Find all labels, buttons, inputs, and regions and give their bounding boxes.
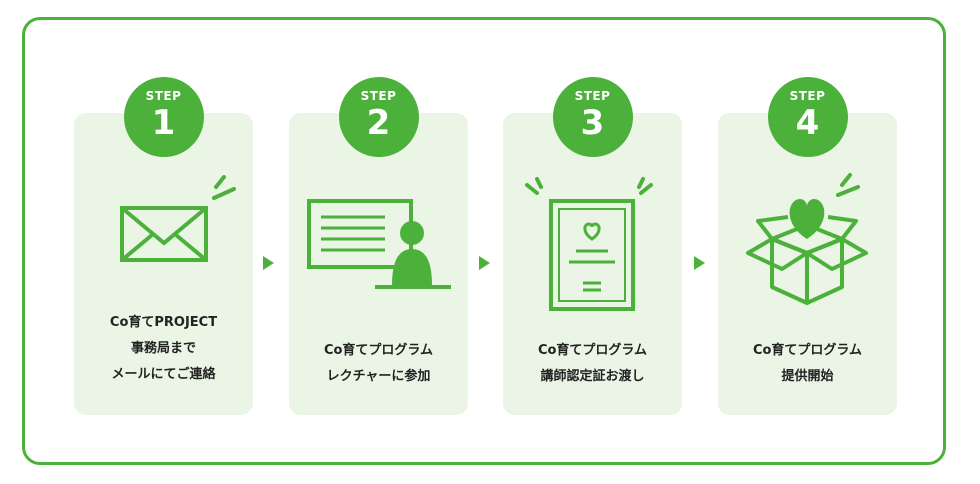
envelope-icon [120,175,236,262]
step-label-line: Co育てプログラム [537,343,648,358]
step-label-line: Co育てプログラム [323,343,434,358]
lecture-icon [307,199,451,289]
step-label-3: Co育てプログラム 講師認定証お渡し [503,338,682,390]
step-word: STEP [574,89,611,103]
certificate-icon [525,177,653,311]
step-number: 3 [580,103,605,143]
step-label-line: レクチャーに参加 [326,369,431,384]
step-word: STEP [789,89,826,103]
step-badge-2: STEP 2 [338,77,419,157]
step-badge-4: STEP 4 [767,77,848,157]
step-label-line: 提供開始 [781,369,834,384]
step-label-4: Co育てプログラム 提供開始 [718,338,897,390]
step-card-3: STEP 3 Co育てプログラム 講師認定証お渡し [503,77,682,415]
step-number: 2 [366,103,391,143]
arrow-right-icon [263,256,274,270]
step-label-2: Co育てプログラム レクチャーに参加 [289,338,468,390]
step-label-line: 事務局まで [130,341,196,356]
arrow-right-icon [479,256,490,270]
step-label-line: Co育てPROJECT [109,315,218,330]
step-badge-1: STEP 1 [123,77,204,157]
step-badge-3: STEP 3 [552,77,633,157]
step-word: STEP [360,89,397,103]
arrow-right-icon [694,256,705,270]
step-label-line: 講師認定証お渡し [540,369,645,384]
step-number: 4 [795,103,820,143]
step-label-1: Co育てPROJECT 事務局まで メールにてご連絡 [74,310,253,388]
step-card-2: STEP 2 Co育てプログラム レクチャーに参加 [289,77,468,415]
step-card-1: STEP 1 Co育てPROJECT 事務局まで メールにてご連絡 [74,77,253,415]
step-label-line: メールにてご連絡 [111,367,216,382]
step-label-line: Co育てプログラム [752,343,863,358]
step-word: STEP [145,89,182,103]
gift-box-heart-icon [746,173,868,305]
step-card-4: STEP 4 Co育てプログラム 提供開始 [718,77,897,415]
step-number: 1 [151,103,176,143]
